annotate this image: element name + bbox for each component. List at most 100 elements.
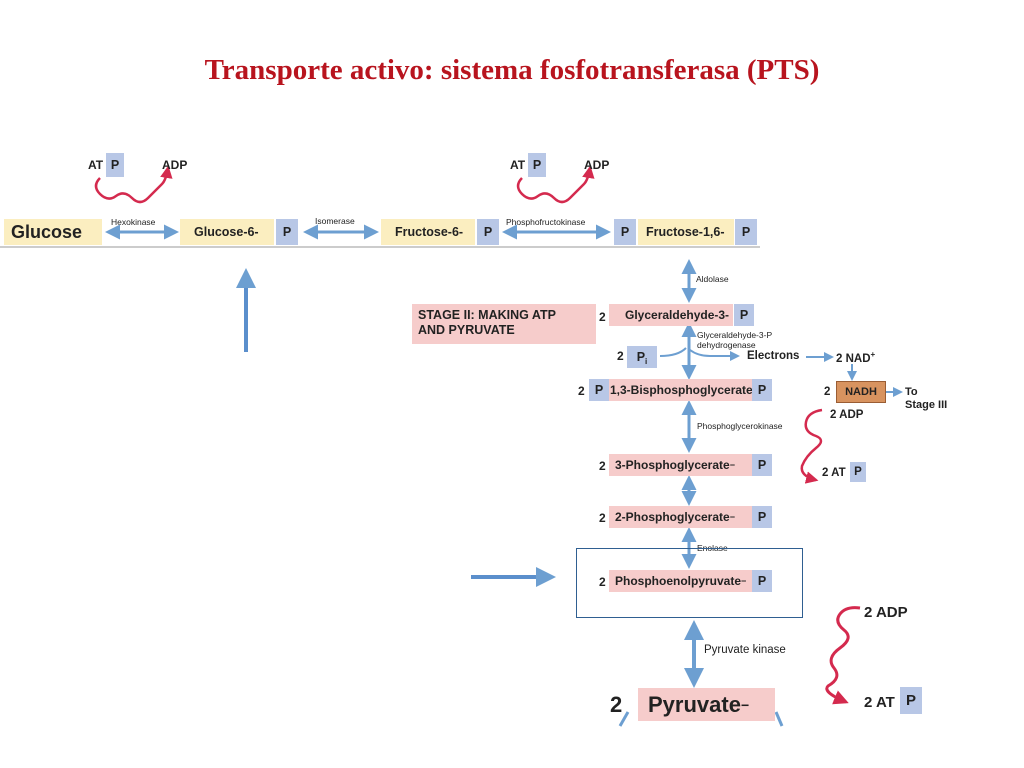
pg3-count: 2 — [599, 459, 606, 473]
g3p-dh-line2: dehydrogenase — [697, 340, 756, 350]
pg3-label: 3-Phosphoglycerate — [615, 458, 730, 472]
atp-p-box-2: P — [528, 153, 546, 177]
glucose-6-label: Glucose-6- — [194, 225, 259, 239]
stage-ii-label: STAGE II: MAKING ATP AND PYRUVATE — [412, 304, 596, 344]
to-stage-iii-label: To Stage III — [905, 386, 947, 412]
fructose-16-label: Fructose-1,6- — [646, 225, 725, 239]
atp-at-text: AT — [510, 158, 526, 172]
atp-p-box-1: P — [106, 153, 124, 177]
pg2-charge: − — [729, 512, 735, 522]
isomerase-label: Isomerase — [315, 216, 355, 226]
stage-ii-line1: STAGE II: MAKING ATP — [418, 308, 556, 322]
atp-squiggle-1 — [94, 165, 173, 204]
pyruvate-charge: − — [740, 696, 750, 713]
atp-at-text: AT — [88, 158, 104, 172]
bpg-box: 1,3-Bisphosphoglycerate− — [609, 379, 758, 401]
pyruvate-kinase-label: Pyruvate kinase — [704, 644, 786, 656]
p-label: P — [739, 308, 749, 322]
pep-label: Phosphoenolpyruvate — [615, 574, 742, 588]
atp2-label: 2 AT — [822, 467, 846, 479]
atp3-p-box: P — [900, 687, 922, 714]
nad-text: 2 NAD — [836, 352, 871, 365]
pi-label: P — [636, 350, 646, 364]
p-label: P — [483, 225, 493, 239]
g3p-label: Glyceraldehyde-3- — [625, 308, 730, 322]
electrons-curve — [689, 349, 740, 361]
p-label: P — [282, 225, 292, 239]
pi-count: 2 — [617, 349, 624, 363]
fructose-16-p-left: P — [614, 219, 636, 245]
pyruvate-box: Pyruvate− — [638, 688, 775, 721]
electrons-label: Electrons — [747, 350, 800, 362]
pi-curve — [659, 347, 687, 357]
g3p-p: P — [734, 304, 754, 326]
adp-atp-squiggle-2 — [825, 606, 861, 705]
pyruvate-out-right — [774, 711, 784, 727]
g3p-dehydrogenase-label: Glyceraldehyde-3-P dehydrogenase — [697, 330, 772, 350]
adp-atp-squiggle-1 — [800, 408, 823, 484]
p-label: P — [594, 383, 604, 397]
adp3-label: 2 ADP — [864, 604, 908, 621]
atp2-at-text: 2 AT — [822, 467, 846, 479]
p-label: P — [854, 466, 862, 478]
pi-subscript: i — [645, 356, 648, 366]
pg3-charge: − — [729, 460, 735, 470]
fructose-6-box: Fructose-6- — [381, 219, 475, 245]
glucose-6-box: Glucose-6- — [180, 219, 274, 245]
atp3-at-text: 2 AT — [864, 694, 895, 711]
adp-label-1: ADP — [162, 158, 188, 172]
nad-superscript: + — [870, 350, 876, 359]
glucose-box: Glucose — [4, 219, 102, 245]
fructose-16-box: Fructose-1,6- — [638, 219, 734, 245]
glucose-label: Glucose — [11, 221, 83, 242]
atp-label-1: AT — [88, 158, 103, 172]
to-line2: Stage III — [905, 399, 948, 411]
adp-label-2: ADP — [584, 158, 610, 172]
pep-charge: − — [741, 576, 747, 586]
phosphoglycerokinase-label: Phosphoglycerokinase — [697, 421, 783, 431]
fructose-16-p-right: P — [735, 219, 757, 245]
page-title: Transporte activo: sistema fosfotransfer… — [204, 54, 820, 86]
bpg-label: 1,3-Bisphosphoglycerate — [610, 383, 753, 397]
pg2-p: P — [752, 506, 772, 528]
p-label: P — [905, 692, 916, 709]
pep-count: 2 — [599, 575, 606, 589]
pg3-box: 3-Phosphoglycerate− — [609, 454, 753, 476]
pg3-p: P — [752, 454, 772, 476]
atp3-label: 2 AT — [864, 694, 895, 711]
p-label: P — [110, 158, 120, 172]
glucose-6-phosphate-p: P — [276, 219, 298, 245]
aldolase-label: Aldolase — [696, 274, 729, 284]
p-label: P — [757, 458, 767, 472]
pg2-label: 2-Phosphoglycerate — [615, 510, 730, 524]
pg2-count: 2 — [599, 511, 606, 525]
g3p-count: 2 — [599, 310, 606, 324]
nad-label: 2 NAD+ — [836, 350, 875, 365]
g3p-dh-line1: Glyceraldehyde-3-P — [697, 330, 773, 340]
fructose-6-label: Fructose-6- — [395, 225, 464, 239]
nadh-count: 2 — [824, 386, 831, 398]
pyruvate-out-left — [618, 711, 630, 727]
g3p-box: Glyceraldehyde-3- — [609, 304, 733, 326]
nadh-box: NADH — [836, 381, 886, 403]
pg2-box: 2-Phosphoglycerate− — [609, 506, 753, 528]
p-label: P — [757, 383, 767, 397]
stage-ii-line2: AND PYRUVATE — [418, 323, 515, 337]
pep-box: Phosphoenolpyruvate− — [609, 570, 753, 592]
to-line1: To — [905, 386, 918, 398]
atp-squiggle-2 — [516, 165, 595, 204]
bpg-count: 2 — [578, 384, 585, 398]
p-label: P — [620, 225, 630, 239]
pyruvate-count: 2 — [610, 692, 623, 717]
pep-highlight-frame — [576, 548, 803, 618]
p-label: P — [741, 225, 751, 239]
atp2-p-box: P — [850, 462, 866, 482]
p-label: P — [757, 574, 767, 588]
bpg-p-left: P — [589, 379, 609, 401]
adp2-label: 2 ADP — [830, 409, 864, 421]
p-label: P — [532, 158, 542, 172]
phosphofructokinase-label: Phosphofructokinase — [506, 217, 586, 227]
bpg-p-right: P — [752, 379, 772, 401]
